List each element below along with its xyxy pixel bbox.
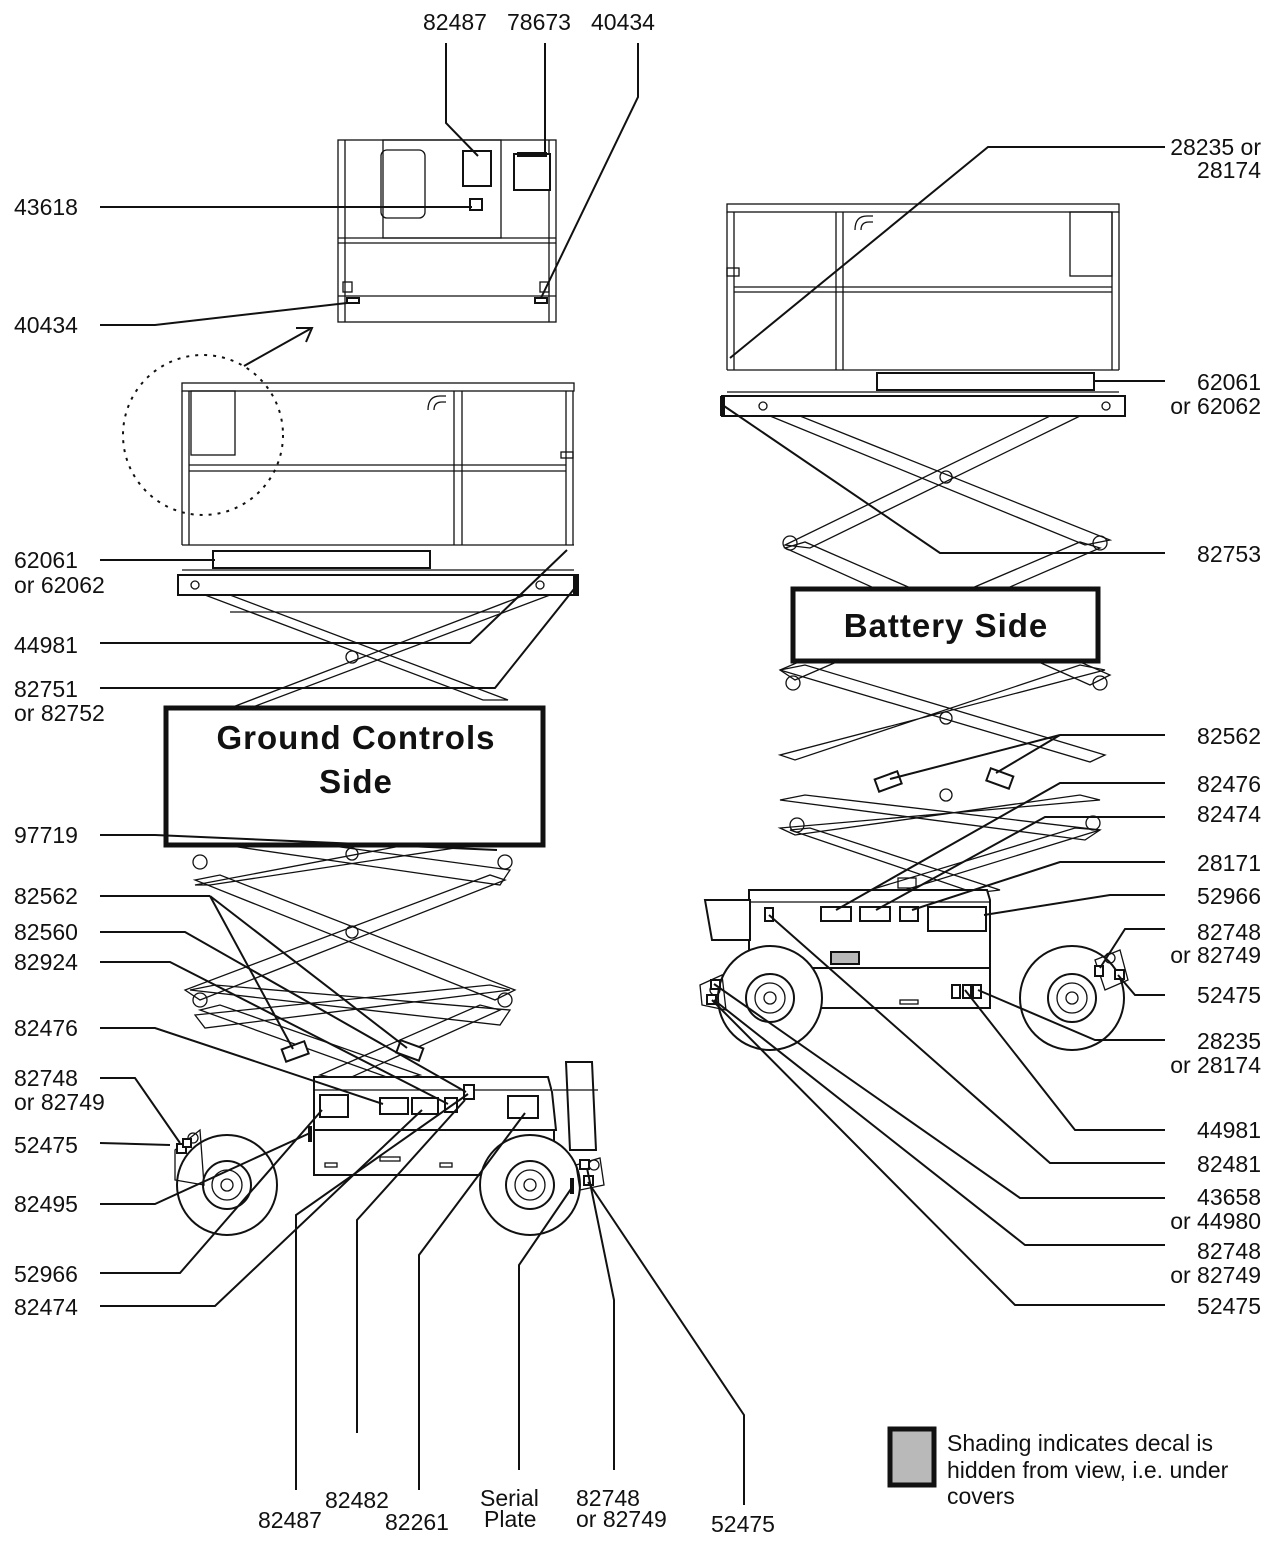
label-62061: 62061	[14, 547, 78, 573]
decal-62061-ground	[212, 550, 431, 569]
decal-52966-battery	[927, 906, 987, 932]
label-r-82481: 82481	[1197, 1151, 1261, 1177]
decal-82481-battery	[764, 907, 774, 922]
label-40434: 40434	[14, 312, 78, 338]
label-44981: 44981	[14, 632, 78, 658]
label-r-82474: 82474	[1197, 801, 1261, 827]
leader-lines	[99, 43, 1165, 1505]
label-43618: 43618	[14, 194, 78, 220]
label-bottom-52475: 52475	[711, 1511, 775, 1537]
label-r-82749b: or 82749	[1170, 1262, 1261, 1288]
label-82495: 82495	[14, 1191, 78, 1217]
platform-detail-view	[337, 139, 557, 323]
ground-controls-side-box: Ground Controls Side	[163, 705, 546, 848]
label-52966: 52966	[14, 1261, 78, 1287]
legend-line3: covers	[947, 1483, 1015, 1509]
decal-hidden-battery	[830, 951, 860, 965]
label-82474: 82474	[14, 1294, 78, 1320]
label-top-78673: 78673	[507, 9, 571, 35]
battery-box-title: Battery Side	[844, 607, 1049, 644]
label-82749: or 82749	[14, 1089, 105, 1115]
ground-box-line1: Ground Controls	[217, 719, 496, 756]
decal-62061-battery	[876, 372, 1095, 391]
label-82560: 82560	[14, 919, 78, 945]
detail-callout-circle	[122, 354, 284, 516]
ground-box-line2: Side	[319, 763, 393, 800]
decal-82474-battery	[859, 906, 891, 922]
decal-52966-ground	[319, 1094, 349, 1118]
label-r-62062: or 62062	[1170, 393, 1261, 419]
label-r-52966: 52966	[1197, 883, 1261, 909]
decal-82562-ground-a	[280, 1039, 310, 1063]
decal-82476-ground	[379, 1097, 409, 1115]
label-r-82748: 82748	[1197, 919, 1261, 945]
label-82748: 82748	[14, 1065, 78, 1091]
decal-82562-battery-a	[873, 769, 903, 793]
label-52475: 52475	[14, 1132, 78, 1158]
decal-82487-detail	[462, 150, 492, 187]
label-bottom-82749: or 82749	[576, 1506, 667, 1532]
label-62062: or 62062	[14, 572, 105, 598]
label-97719: 97719	[14, 822, 78, 848]
decal-82476-battery	[820, 906, 852, 922]
legend-line1: Shading indicates decal is	[947, 1430, 1213, 1456]
battery-side-machine	[699, 203, 1129, 1051]
decal-82261-ground	[507, 1095, 539, 1119]
label-r-82753: 82753	[1197, 541, 1261, 567]
label-r-28171: 28171	[1197, 850, 1261, 876]
label-82752: or 82752	[14, 700, 105, 726]
label-r-28235: 28235 or	[1170, 134, 1261, 160]
label-top-82487: 82487	[423, 9, 487, 35]
part-number-labels: 82487 78673 40434 43618 40434 62061 or 6…	[14, 9, 1261, 1537]
label-r-82748b: 82748	[1197, 1238, 1261, 1264]
label-82476: 82476	[14, 1015, 78, 1041]
decal-43618-detail	[469, 198, 483, 211]
legend-shade-swatch	[887, 1426, 937, 1488]
label-plate: Plate	[484, 1506, 536, 1532]
legend-line2: hidden from view, i.e. under	[947, 1457, 1229, 1483]
label-r-62061: 62061	[1197, 369, 1261, 395]
label-r-52475a: 52475	[1197, 982, 1261, 1008]
shading-legend: Shading indicates decal is hidden from v…	[887, 1426, 1229, 1509]
label-r-44980: or 44980	[1170, 1208, 1261, 1234]
label-r-44981: 44981	[1197, 1117, 1261, 1143]
decal-82562-battery-b	[985, 766, 1015, 790]
label-serial: Serial	[480, 1485, 539, 1511]
label-82751: 82751	[14, 676, 78, 702]
label-r-28174b: or 28174	[1170, 1052, 1261, 1078]
label-r-82562: 82562	[1197, 723, 1261, 749]
label-r-82476: 82476	[1197, 771, 1261, 797]
label-82924: 82924	[14, 949, 78, 975]
label-r-82749: or 82749	[1170, 942, 1261, 968]
label-top-40434: 40434	[591, 9, 655, 35]
label-bottom-82748: 82748	[576, 1485, 640, 1511]
decal-78673-detail	[513, 153, 551, 191]
decal-82474-ground	[411, 1097, 439, 1115]
detail-arrow	[243, 327, 314, 367]
label-82562: 82562	[14, 883, 78, 909]
label-r-43658: 43658	[1197, 1184, 1261, 1210]
label-r-28235b: 28235	[1197, 1028, 1261, 1054]
label-bottom-82487: 82487	[258, 1507, 322, 1533]
label-bottom-82482: 82482	[325, 1487, 389, 1513]
label-bottom-82261: 82261	[385, 1509, 449, 1535]
label-r-52475b: 52475	[1197, 1293, 1261, 1319]
battery-side-box: Battery Side	[790, 586, 1101, 664]
label-r-28174: 28174	[1197, 157, 1261, 183]
